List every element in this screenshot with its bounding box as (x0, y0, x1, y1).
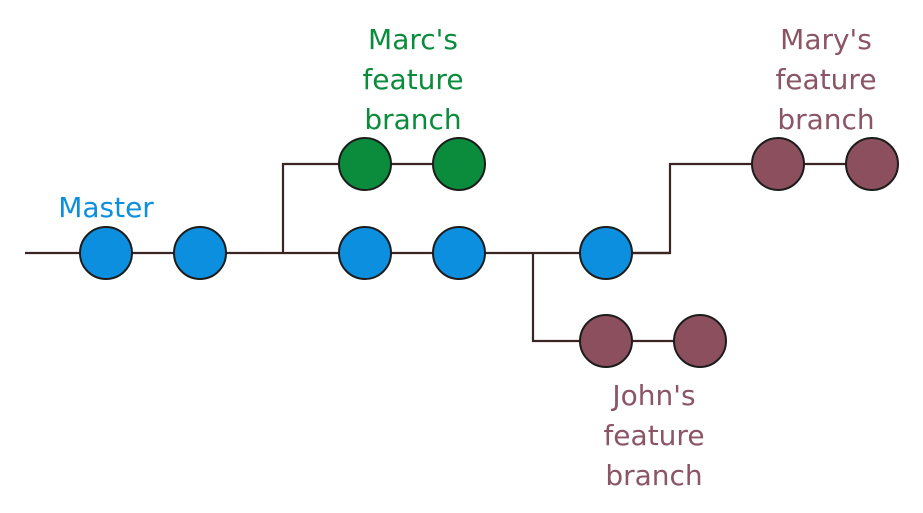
mary-label-line-2: feature (775, 63, 877, 96)
master-commit-5 (579, 226, 633, 280)
marc-label-line-1: Marc's (368, 23, 458, 56)
master-commit-4 (432, 226, 486, 280)
john-branch-label: John's feature branch (603, 376, 704, 496)
mary-label-line-1: Mary's (780, 23, 872, 56)
john-label-line-2: feature (603, 419, 705, 452)
master-commit-1 (79, 226, 133, 280)
mary-branch-label: Mary's feature branch (775, 20, 876, 140)
marc-label-line-3: branch (364, 103, 462, 136)
master-commit-2 (173, 226, 227, 280)
mary-branch-line (632, 162, 872, 255)
marc-commit-2 (432, 137, 486, 191)
master-label-text: Master (58, 191, 154, 224)
john-branch-line (531, 253, 700, 343)
marc-label-line-2: feature (362, 63, 464, 96)
john-label-line-1: John's (612, 379, 696, 412)
john-commit-1 (579, 314, 633, 368)
mary-commit-1 (751, 137, 805, 191)
master-branch-label: Master (58, 188, 154, 228)
john-label-line-3: branch (605, 459, 703, 492)
marc-commit-1 (338, 137, 392, 191)
marc-branch-line (281, 162, 460, 253)
master-commit-3 (338, 226, 392, 280)
mary-commit-2 (845, 137, 899, 191)
marc-branch-label: Marc's feature branch (362, 20, 463, 140)
john-commit-2 (673, 314, 727, 368)
commit-nodes (79, 137, 899, 368)
mary-label-line-3: branch (777, 103, 875, 136)
